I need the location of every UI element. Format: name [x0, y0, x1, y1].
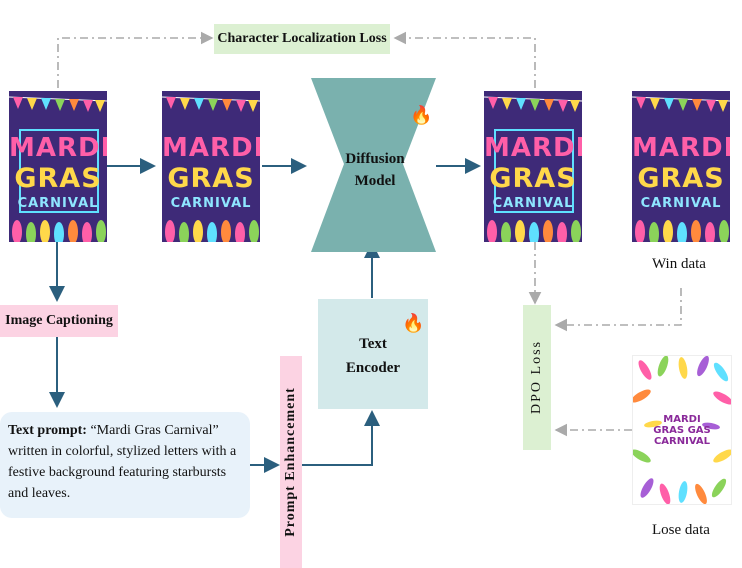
- poster-title-line3: CARNIVAL: [17, 196, 99, 211]
- lose-poster-image: MARDI GRAS GAS CARNIVAL: [632, 355, 732, 505]
- prompt-enhancement-label: Prompt Enhancement: [283, 387, 298, 537]
- poster-title-line3: CARNIVAL: [170, 196, 252, 211]
- fire-icon: 🔥: [410, 105, 433, 125]
- text-prompt-body: “Mardi Gras Carnival” written in colorfu…: [8, 423, 237, 501]
- text-encoder-line1: Text: [359, 336, 387, 352]
- dpo-loss-label: DPO Loss: [529, 340, 544, 414]
- flow-arrows: [49, 158, 481, 473]
- text-encoder-label: Text Encoder: [318, 332, 428, 380]
- lose-poster-line3: CARNIVAL: [653, 436, 711, 447]
- dpo-loss-box: [523, 305, 551, 450]
- char-loss-connector: [57, 31, 536, 88]
- win-poster-image: MARDI GRAS CARNIVAL: [632, 91, 730, 242]
- lose-poster-line1: MARDI: [663, 414, 701, 425]
- diffusion-model-shape: [311, 78, 436, 252]
- text-encoder-line2: Encoder: [345, 360, 401, 376]
- character-localization-loss-label: Character Localization Loss: [217, 31, 387, 46]
- poster-title-line1: MARDI: [484, 133, 582, 163]
- poster-title-line2: GRAS: [637, 163, 725, 194]
- poster-title-line1: MARDI: [632, 133, 730, 163]
- fire-icon: 🔥: [402, 313, 425, 333]
- lose-data-caption: Lose data: [652, 522, 710, 538]
- diffusion-label-line2: Model: [354, 173, 396, 189]
- poster-title-line2: GRAS: [167, 163, 255, 194]
- poster-title-line2: GRAS: [489, 163, 577, 194]
- image-captioning-label: Image Captioning: [5, 313, 113, 328]
- output-poster-image: MARDI GRAS CARNIVAL: [484, 91, 582, 242]
- diffusion-model-label: Diffusion Model: [330, 148, 420, 192]
- noisy-poster-image: MARDI GRAS CARNIVAL: [162, 91, 260, 242]
- text-prompt-box: [0, 412, 250, 518]
- text-encoder-box: [318, 299, 428, 409]
- text-prompt-text: Text prompt: “Mardi Gras Carnival” writt…: [8, 420, 244, 504]
- character-localization-loss-box: Character Localization Loss: [214, 24, 390, 54]
- poster-title-line1: MARDI: [162, 133, 260, 163]
- text-prompt-label: Text prompt:: [8, 423, 87, 438]
- poster-title-line2: GRAS: [14, 163, 102, 194]
- source-poster-image: MARDI GRAS CARNIVAL: [9, 91, 107, 242]
- diffusion-label-line1: Diffusion: [345, 151, 405, 167]
- poster-title-line3: CARNIVAL: [640, 196, 722, 211]
- dpo-connectors: [528, 242, 682, 437]
- poster-title-line3: CARNIVAL: [492, 196, 574, 211]
- poster-title-line1: MARDI: [9, 133, 107, 163]
- lose-poster-line2: GRAS GAS: [653, 425, 711, 436]
- win-data-caption: Win data: [652, 256, 706, 272]
- image-captioning-box: Image Captioning: [0, 305, 118, 337]
- prompt-enhancement-box: [280, 356, 302, 568]
